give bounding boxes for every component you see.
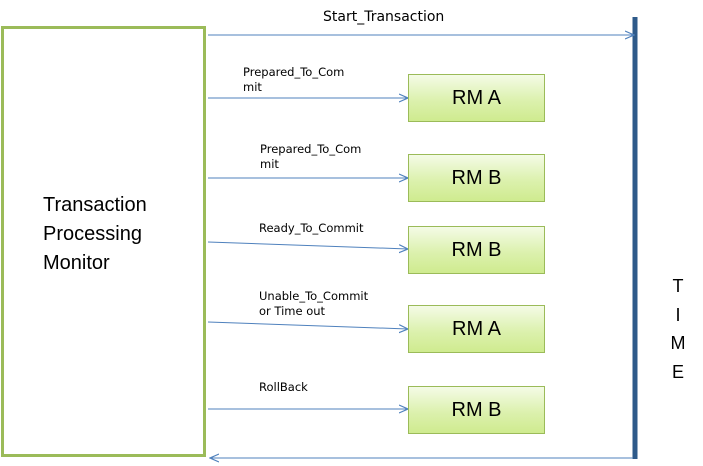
time-label-letter: T [672, 276, 684, 296]
resource-manager-box-1: RM A [408, 74, 545, 122]
resource-manager-box-3: RM B [408, 226, 545, 274]
time-label-letter: I [675, 305, 681, 325]
message-arrow-3 [207, 241, 408, 249]
time-label-letter: M [670, 333, 686, 353]
resource-manager-box-4: RM A [408, 305, 545, 353]
message-label-line: mit [260, 157, 279, 171]
message-label-line: mit [243, 80, 262, 94]
message-arrow-4 [207, 321, 408, 329]
resource-manager-box-2: RM B [408, 154, 545, 202]
message-label-3: Ready_To_Commit [259, 221, 363, 236]
message-label-2: Prepared_To_Com mit [260, 142, 361, 172]
start-transaction-label: Start_Transaction [323, 9, 445, 25]
monitor-label-line: Processing [43, 223, 142, 245]
message-label-line: Unable_To_Commit [259, 289, 369, 303]
message-label-line: Ready_To_Commit [259, 221, 364, 235]
transaction-processing-monitor-box [1, 26, 206, 457]
monitor-label-line: Monitor [43, 252, 110, 274]
message-label-line: RollBack [259, 380, 308, 394]
resource-manager-box-5: RM B [408, 386, 545, 434]
message-label-line: or Time out [259, 304, 326, 318]
monitor-label-line: Transaction [43, 194, 147, 216]
message-label-line: Prepared_To_Com [243, 65, 345, 79]
message-label-line: Prepared_To_Com [260, 142, 362, 156]
time-label-letter: E [671, 362, 684, 382]
message-label-5: RollBack [259, 380, 308, 395]
transaction-processing-monitor-label: Transaction Processing Monitor [43, 191, 203, 278]
message-label-4: Unable_To_Commit or Time out [259, 289, 368, 319]
message-label-1: Prepared_To_Com mit [243, 65, 344, 95]
